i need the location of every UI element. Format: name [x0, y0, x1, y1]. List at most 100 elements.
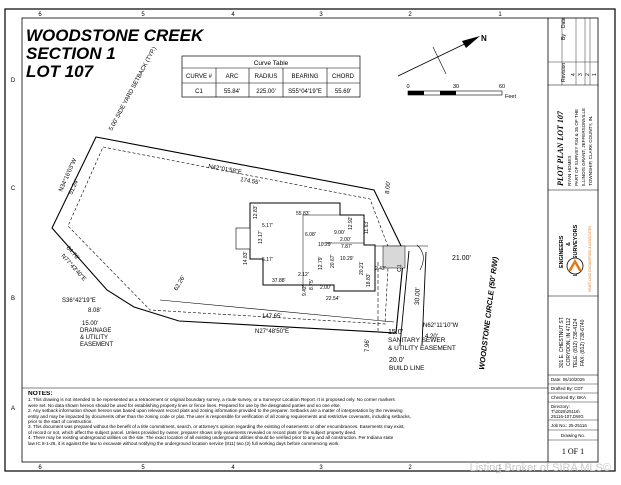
house-dim-3788: 37.88': [272, 278, 286, 284]
house-dim-1279: 12.79': [318, 256, 324, 270]
drainage-easement-line3: & UTILITY: [80, 335, 108, 341]
part-of-survey: PART OF SURVEY #34 & 35 OF THE: [574, 109, 579, 186]
scale-tick-0: 0: [406, 84, 409, 90]
revision-1: 1: [592, 73, 598, 76]
grid-left-c: C: [11, 186, 16, 192]
build-line-20: 20.0': [389, 357, 404, 364]
house-dim-1283: 12.83': [253, 205, 259, 219]
grid-left-a: A: [11, 406, 15, 412]
grid-bottom-3: 3: [319, 465, 323, 471]
note-line: 1. This drawing is not intended to be re…: [28, 397, 395, 403]
drawing-no-value: 1 OF 1: [562, 447, 584, 456]
grid-labels: 6 5 4 3 2 1 6 5 4 3 2 1 D C B A: [11, 12, 503, 471]
drainage-easement-line4: EASEMENT: [80, 342, 113, 348]
house-dim-1317: 13.17': [258, 230, 264, 244]
firm-ampersand: &: [566, 242, 572, 246]
bearing-n42: N42°01'58"E: [208, 164, 243, 176]
client-name: RYAN HOMES: [567, 156, 572, 186]
curve-cell-bearing: S55°04'19"E: [288, 89, 322, 95]
house-dim-1483: 14.83': [243, 251, 249, 265]
title-line-1: WOODSTONE CREEK: [26, 26, 205, 45]
grid-top-5: 5: [141, 12, 145, 18]
address-line1: 301 E. CHESTNUT ST.: [559, 316, 565, 368]
house-dim-242: 2.42': [375, 266, 386, 272]
house-dim-200a: 2.00': [340, 237, 351, 243]
address-line2: CORYDON, IN 47112: [566, 318, 572, 366]
note-line: 3. This document was prepared without th…: [28, 424, 405, 430]
sewer-easement-15: 15.0': [388, 329, 403, 336]
date-label: Date: [561, 17, 567, 28]
info-file: 25116-107.DWG: [551, 414, 584, 419]
grid-bottom-1: 1: [498, 465, 502, 471]
road-name-label: WOODSTONE CIRCLE (50' R/W): [477, 256, 500, 370]
title-line-3: LOT 107: [26, 62, 95, 81]
house-dim-200b: 2.00': [320, 285, 331, 291]
grid-top-1: 1: [498, 12, 502, 18]
drainage-easement-line1: 15.00': [82, 321, 98, 327]
drawing-info: Date: 06/10/2025 Drafted By: CDT Checked…: [551, 377, 587, 438]
title-block: Revision By Date 4 3 2 1 PLOT PLAN LOT 1…: [547, 17, 598, 462]
bearing-n27: N27°48'50"E: [255, 329, 289, 335]
plot-plan-title: PLOT PLAN LOT 107: [556, 110, 565, 186]
curve-header-curve: CURVE #: [186, 74, 213, 80]
project-title: WOODSTONE CREEK SECTION 1 LOT 107: [26, 26, 205, 81]
listing-watermark: Listing Broker of SIRA MLS©: [469, 462, 611, 474]
revision-4: 4: [571, 73, 577, 76]
company-logo-icon: HEARTLAND ENGINEERING & ASSOCIATES: [566, 226, 592, 292]
firm-engineers: ENGINEERS: [559, 235, 565, 268]
driveway: [382, 245, 406, 269]
curve-header-bearing: BEARING: [291, 74, 318, 80]
grid-left-d: D: [11, 78, 16, 84]
lot-boundary: [51, 136, 405, 334]
curve-c1-label: C1: [397, 264, 403, 273]
house-dim-1163: 11.63': [364, 221, 370, 234]
scale-bar: 0 30 60 Feet: [406, 84, 516, 100]
plot-plan-description: RYAN HOMES PART OF SURVEY #34 & 35 OF TH…: [567, 108, 593, 186]
curve-cell-arc: 55.84': [224, 89, 240, 95]
curve-header-radius: RADIUS: [255, 74, 278, 80]
house-dim-900: 9.00': [334, 230, 345, 236]
info-directory-value: T:\2025\25116\: [551, 409, 581, 414]
revision-label: Revision: [561, 63, 567, 82]
note-line: entity and may be impacted by documents …: [28, 413, 411, 419]
township: TOWNSHIP, CLARK COUNTY, IN.: [588, 116, 593, 186]
scale-unit: Feet: [505, 94, 516, 100]
note-line: 4. There may be existing underground uti…: [28, 435, 394, 441]
house-dim-875: 8.75': [309, 279, 315, 290]
house-bump-out: [235, 227, 251, 250]
grid-top-2: 2: [408, 12, 412, 18]
scale-tick-60: 60: [499, 84, 505, 90]
road-woodstone-circle: [364, 244, 428, 346]
house-dim-787: 7.87': [341, 244, 352, 250]
by-label: By: [561, 34, 567, 40]
build-line-label: BUILD LINE: [389, 365, 425, 372]
sewer-easement-line3: & UTILITY EASEMENT: [388, 345, 456, 352]
info-drafted: Drafted By: CDT: [551, 386, 584, 391]
drainage-easement-line2: DRAINAGE: [80, 328, 111, 334]
curve-cell-radius: 225.00': [256, 89, 276, 95]
note-line: of record or not, which affect the subje…: [28, 429, 357, 435]
fax: FAX: (812) 738-6740: [580, 319, 586, 366]
house-dimensions: 55.83' 12.83' 5.17' 13.17' 14.83' 5.17' …: [243, 205, 386, 302]
sewer-easement-line2: SANITARY SEWER: [388, 337, 446, 344]
north-arrow-icon: N: [397, 34, 487, 77]
note-line: 2. Any setback information shown hereon …: [28, 408, 403, 414]
svg-text:HEARTLAND ENGINEERING & ASSOCI: HEARTLAND ENGINEERING & ASSOCIATES: [588, 226, 592, 292]
drawing-no-label: Drawing No.: [561, 433, 585, 438]
house-footprint: [249, 202, 376, 292]
drainage-easement-line: [159, 299, 395, 323]
length-174: 174.55': [240, 177, 260, 186]
dim-3000: 30.00': [414, 287, 422, 305]
info-checked: Checked By: BKA: [551, 395, 586, 400]
house-dim-1883: 18.83': [366, 273, 372, 287]
house-dim-212: 2.12': [298, 272, 309, 278]
firm-surveyors: LAND SURVEYORS: [573, 224, 579, 276]
note-line: were set. No data shown hereon should be…: [28, 402, 341, 408]
phone: TELE: (812) 738-4124: [573, 318, 579, 368]
info-directory-label: Directory:: [551, 404, 570, 409]
length-5124: 51.24': [68, 179, 80, 196]
grid-left-b: B: [11, 296, 15, 302]
revision-2: 2: [585, 73, 591, 76]
